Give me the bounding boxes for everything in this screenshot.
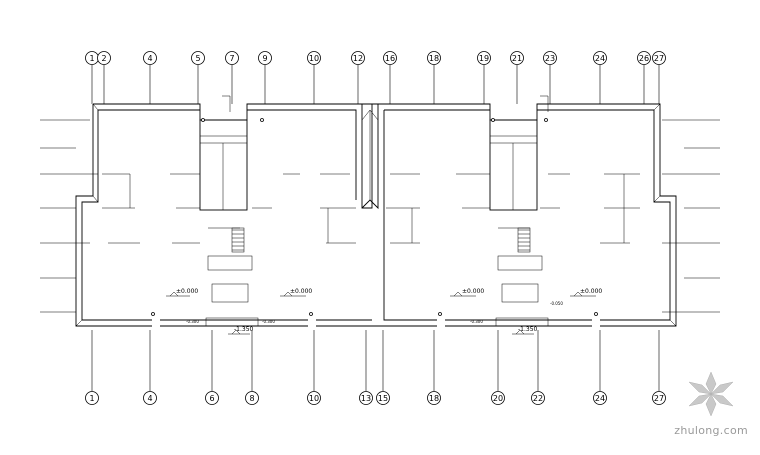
axis-label: 9 [262, 54, 267, 63]
axis-bubble [652, 391, 666, 405]
axis-label: 16 [385, 54, 395, 63]
axis-label: 6 [209, 394, 214, 403]
axis-bubble [652, 51, 666, 65]
axis-label: 27 [654, 394, 664, 403]
axis-bubble [191, 51, 205, 65]
level-mark: ±0.000 [570, 288, 602, 297]
level-label: ±0.000 [580, 288, 602, 295]
axis-bubble [593, 391, 607, 405]
axis-bubble [351, 51, 365, 65]
stair-core-left [199, 95, 259, 327]
axis-label: 4 [147, 394, 152, 403]
level-mark: -1.350 [512, 326, 538, 335]
axis-bubble [85, 391, 99, 405]
axis-bubble [205, 391, 219, 405]
axis-label: 19 [479, 54, 489, 63]
level-label: -0.300 [470, 319, 483, 324]
axis-label: 1 [89, 54, 94, 63]
axis-label: 1 [89, 394, 94, 403]
watermark: zhulong.com [674, 368, 748, 437]
level-mark: -1.350 [228, 326, 254, 335]
axis-bubble [307, 391, 321, 405]
level-mark: ±0.000 [166, 288, 198, 297]
stair-treads [517, 227, 531, 253]
column-markers [151, 118, 598, 316]
stair-core-right [489, 95, 549, 327]
snowflake-logo [688, 371, 734, 417]
axis-label: 15 [378, 394, 388, 403]
level-marks: ±0.000 ±0.000 ±0.000 ±0.000 -1.350 -1.35… [166, 288, 602, 335]
axis-bubble [143, 51, 157, 65]
level-label: -0.050 [550, 301, 563, 306]
axis-bubble [427, 51, 441, 65]
axis-bubble [593, 51, 607, 65]
level-label: -1.350 [234, 326, 254, 333]
axis-bubble [510, 51, 524, 65]
axis-label: 18 [429, 394, 439, 403]
axis-label: 24 [595, 54, 605, 63]
axis-label: 18 [429, 54, 439, 63]
axis-bubble [637, 51, 651, 65]
axis-label: 20 [493, 394, 503, 403]
axis-label: 7 [229, 54, 234, 63]
axis-label: 10 [309, 54, 319, 63]
watermark-text: zhulong.com [674, 424, 748, 437]
level-mark: ±0.000 [280, 288, 312, 297]
axis-bubble [143, 391, 157, 405]
axis-label: 13 [361, 394, 371, 403]
axis-bubble [531, 391, 545, 405]
axis-bubble [376, 391, 390, 405]
axis-label: 10 [309, 394, 319, 403]
level-mark: ±0.000 [450, 288, 484, 297]
axis-bubble [245, 391, 259, 405]
axis-label: 8 [249, 394, 254, 403]
row-grid-lines [40, 119, 720, 313]
level-label: -0.300 [262, 319, 275, 324]
axis-label: 4 [147, 54, 152, 63]
axis-bubble [543, 51, 557, 65]
level-label: -1.350 [518, 326, 538, 333]
axis-label: 21 [512, 54, 522, 63]
axis-label: 22 [533, 394, 543, 403]
level-label: -0.300 [186, 319, 199, 324]
axis-bubble [225, 51, 239, 65]
axis-bubble [427, 391, 441, 405]
axis-bubble [307, 51, 321, 65]
axis-label: 27 [654, 54, 664, 63]
axis-bubble [383, 51, 397, 65]
axis-label: 12 [353, 54, 363, 63]
axis-label: 2 [101, 54, 106, 63]
axis-bubble [359, 391, 373, 405]
axis-label: 23 [545, 54, 555, 63]
axis-label: 5 [195, 54, 200, 63]
interior-partitions [102, 173, 640, 244]
axis-bubble [97, 51, 111, 65]
level-label: ±0.000 [462, 288, 484, 295]
axis-label: 24 [595, 394, 605, 403]
level-label: ±0.000 [290, 288, 312, 295]
axis-bubble [491, 391, 505, 405]
axis-label: 26 [639, 54, 649, 63]
level-label: ±0.000 [176, 288, 198, 295]
bottom-axis-labels: 1 4 6 8 10 13 15 18 20 22 24 27 [85, 330, 666, 405]
axis-bubble [477, 51, 491, 65]
stair-treads [231, 227, 245, 253]
axis-bubble [258, 51, 272, 65]
